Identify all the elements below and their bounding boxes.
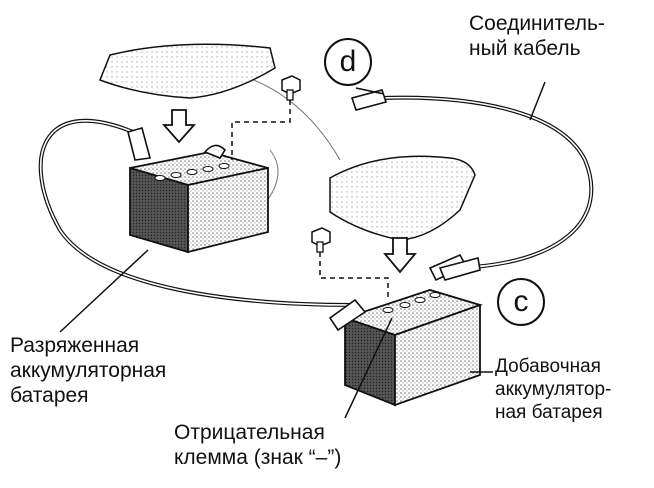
arrow-down-upper [162,109,196,144]
dashed-guides [231,100,389,300]
marker-d-text: d [339,45,357,78]
loose-clamp [350,87,388,111]
ground-bolt-lower [311,227,331,253]
cloth-cover-booster [329,155,476,241]
label-discharged-battery: Разряженная аккумуляторная батарея [10,334,167,407]
label-negative-terminal: Отрицательная клемма (знак “–”) [174,421,342,469]
cloth-cover-discharged [99,43,276,99]
label-connecting-cable: Соединитель- ный кабель [469,12,605,60]
marker-c-text: c [513,285,529,318]
marker-d: d [324,38,372,86]
label-booster-battery: Добавочная аккумулятор- ная батарея [495,356,612,423]
marker-c: c [497,278,545,326]
arrow-down-lower [383,237,417,274]
discharged-battery [127,127,269,254]
connecting-cable [38,95,594,307]
ground-bolt-upper [281,75,301,101]
leader-lines [59,81,546,419]
